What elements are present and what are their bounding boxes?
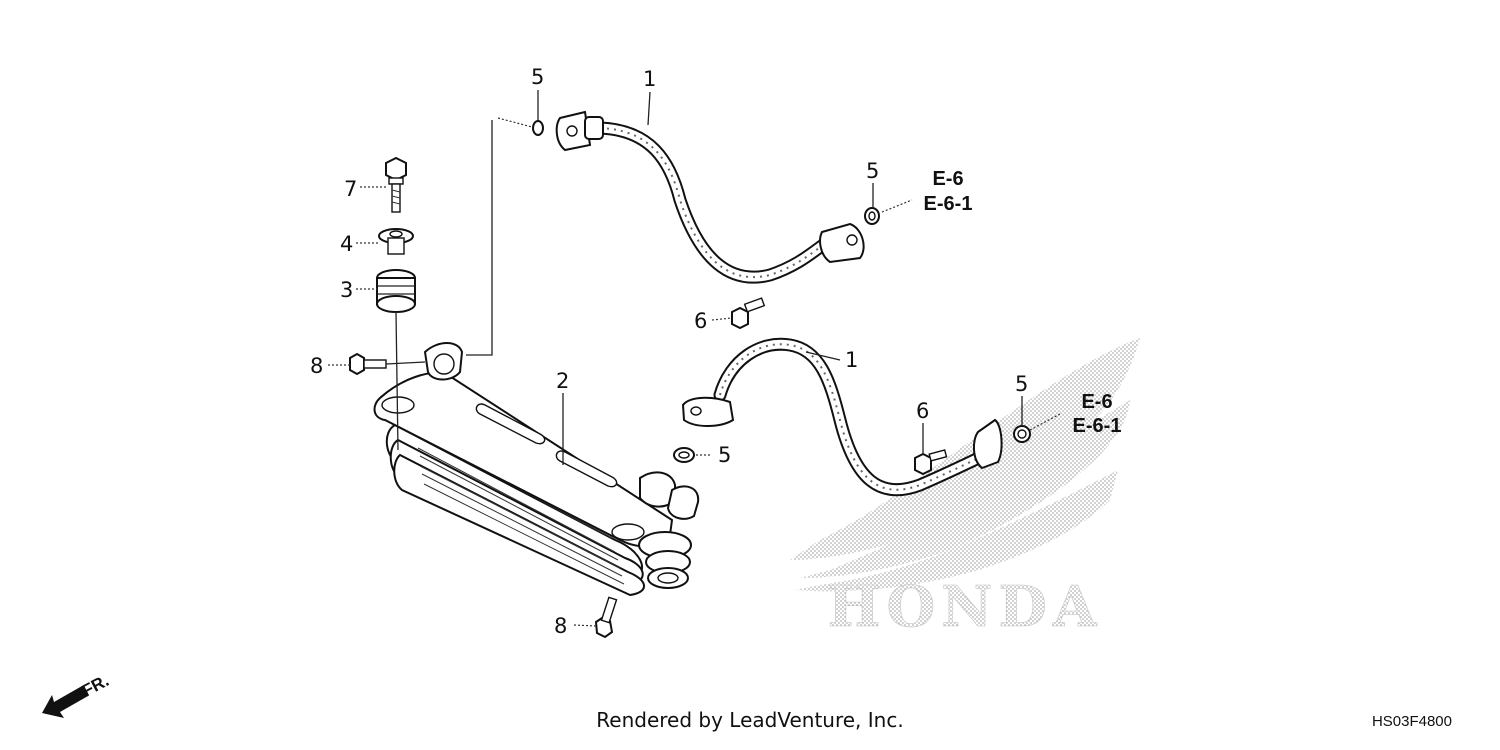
- ref-e61-lower: E-6-1: [1073, 415, 1122, 437]
- ref-e6-upper: E-6: [932, 168, 963, 190]
- washers-5: [532, 120, 1031, 463]
- callout-4-collar: 4: [340, 232, 353, 256]
- rubber-mount-3: [376, 269, 416, 313]
- bolt-8-lower: [594, 596, 618, 639]
- callout-8-lower-bolt: 8: [554, 614, 567, 638]
- callout-7-bolt: 7: [344, 177, 357, 201]
- oil-cooler: [373, 342, 700, 597]
- leader-lines: [328, 90, 1061, 627]
- callout-5-upper-left: 5: [531, 65, 544, 89]
- honda-wing-logo: HONDA: [790, 338, 1140, 640]
- upper-oil-hose: [555, 110, 865, 284]
- credit-line: Rendered by LeadVenture, Inc.: [596, 708, 904, 732]
- bolt-7: [385, 156, 407, 213]
- bolt-8-upper: [349, 352, 387, 376]
- ref-e6-lower: E-6: [1081, 391, 1112, 413]
- callout-6-upper-bolt: 6: [694, 309, 707, 333]
- callout-1-lower-hose: 1: [845, 348, 858, 372]
- callout-5-lower-right: 5: [1015, 372, 1028, 396]
- callout-1-upper-hose: 1: [643, 67, 656, 91]
- honda-logo-text: HONDA: [828, 574, 1103, 640]
- bolt-6-lower: [914, 449, 948, 476]
- collar-4: [378, 228, 414, 255]
- front-arrow-icon: [42, 686, 88, 718]
- lower-oil-hose: [681, 337, 1003, 497]
- bolt-6-upper: [731, 297, 766, 330]
- diagram-code: HS03F4800: [1371, 713, 1452, 730]
- callout-5-lower-left: 5: [718, 443, 731, 467]
- callout-numbers: 1 5 5 7 4 3 6 8 1 2 5 6 5 8: [310, 65, 1028, 638]
- callout-6-lower-bolt: 6: [916, 399, 929, 423]
- callout-5-upper-right: 5: [866, 159, 879, 183]
- callout-8-upper-bolt: 8: [310, 354, 323, 378]
- reference-labels: E-6 E-6-1 E-6 E-6-1: [924, 168, 1122, 437]
- callout-3-rubber-mount: 3: [340, 278, 353, 302]
- ref-e61-upper: E-6-1: [924, 193, 973, 215]
- callout-2-oil-cooler: 2: [556, 369, 569, 393]
